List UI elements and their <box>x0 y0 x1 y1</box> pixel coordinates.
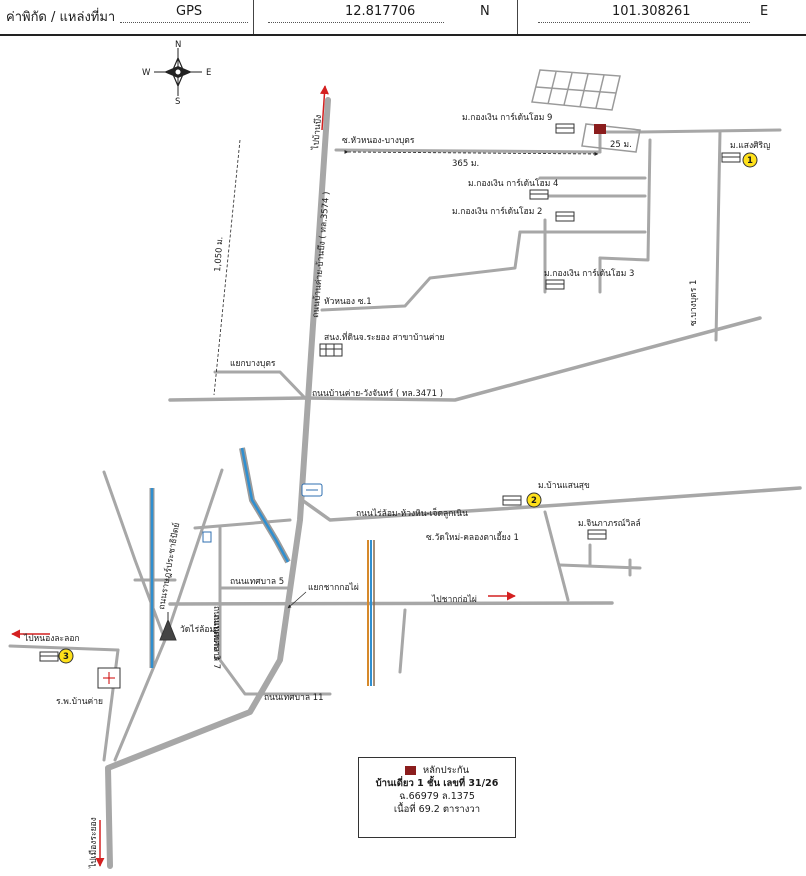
direction-arrows <box>11 85 516 867</box>
header-divider <box>517 0 518 34</box>
lon-underline <box>538 22 750 23</box>
compass-rose: N S E W <box>142 40 211 107</box>
distance-1050: 1,050 ม. <box>213 236 225 272</box>
label-kongngern-2: ม.กองเงิน การ์เด้นโฮม 2 <box>452 206 542 217</box>
marker-1: 1 <box>747 156 753 166</box>
legend-title: หลักประกัน <box>422 765 470 776</box>
marker-2: 2 <box>531 496 537 506</box>
latitude-suffix: N <box>480 4 490 19</box>
marker-3: 3 <box>63 652 69 662</box>
label-kongngern-4: ม.กองเงิน การ์เด้นโฮม 4 <box>468 178 558 189</box>
legend-line-2: ฉ.66979 ล.1375 <box>399 791 475 802</box>
temple-icon <box>159 612 177 641</box>
label-wat-rai-lom: วัดไร่ล้อม <box>180 624 215 635</box>
header-divider <box>253 0 254 34</box>
hospital-icon <box>97 667 121 689</box>
coord-label: ค่าพิกัด / แหล่งที่มา <box>6 10 116 25</box>
label-thetsaban-11: ถนนเทศบาล 11 <box>264 693 324 703</box>
waterways <box>149 447 375 686</box>
house-icon <box>529 189 549 200</box>
label-hua-nong-bang-but: ซ.หัวหนอง-บางบุตร <box>342 136 415 146</box>
label-thetsaban-3: ถนนเทศบาล 3 <box>211 606 221 660</box>
label-kongngern-3: ม.กองเงิน การ์เด้นโฮม 3 <box>544 268 634 279</box>
compass-n: N <box>175 40 181 50</box>
legend-box: หลักประกัน บ้านเดี่ยว 1 ชั้น เลขที่ 31/2… <box>358 757 516 838</box>
main-roads <box>105 97 331 869</box>
subdivision-plots <box>531 69 641 153</box>
legend-line-1: บ้านเดี่ยว 1 ชั้น เลขที่ 31/26 <box>375 778 499 789</box>
legend-line-3: เนื้อที่ 69.2 ตารางวา <box>393 804 481 815</box>
compass-w: W <box>142 68 151 78</box>
label-hua-nong-1: หัวหนอง ซ.1 <box>324 297 372 307</box>
label-junction-chak-ko-phai: แยกชากกอไผ่ <box>308 582 359 593</box>
minor-roads <box>8 128 802 762</box>
collateral-marker <box>594 124 606 134</box>
house-icon <box>555 123 575 134</box>
label-saengsiri: ม.แสงศิริญ <box>730 141 770 151</box>
coord-source: GPS <box>176 4 203 19</box>
house-icon <box>545 279 565 290</box>
latitude-value: 12.817706 <box>345 4 416 19</box>
road-labels: ถนนบ้านค่าย-บ้านบึง ( ทล.3574 ) ไปบ้านบึ… <box>23 114 699 869</box>
compass-s: S <box>175 97 180 107</box>
office-icon <box>319 343 343 357</box>
label-thetsaban-5: ถนนเทศบาล 5 <box>230 577 284 587</box>
house-icon <box>39 651 59 662</box>
building-icons <box>39 123 741 689</box>
longitude-suffix: E <box>760 4 769 19</box>
label-wat-mai-khlong: ซ.วัดใหม่-คลองตาเอี้ยง 1 <box>426 531 519 543</box>
distance-25: 25 ม. <box>610 140 632 150</box>
label-nong-lalok: ไปหนองละลอก <box>23 633 80 644</box>
numbered-markers: 1 2 3 <box>58 152 758 664</box>
lat-underline <box>268 22 444 23</box>
location-map: N S E W <box>8 40 802 869</box>
label-bang-but-1: ซ.บางบุตร 1 <box>689 280 699 326</box>
house-icon <box>555 211 575 222</box>
place-labels: ม.กองเงิน การ์เด้นโฮม 9 ม.กองเงิน การ์เด… <box>56 112 770 707</box>
label-hospital: ร.พ.บ้านค่าย <box>56 696 103 707</box>
label-rai-lom: ถนนไร่ล้อม-ห้วงหิน-เจ็ดลูกเนิน <box>356 507 468 519</box>
distance-365: 365 ม. <box>452 159 479 169</box>
label-junction-bang-but: แยกบางบุตร <box>230 359 276 369</box>
longitude-value: 101.308261 <box>612 4 691 19</box>
label-thetsaban-7: ถนนเทศบาล 7 <box>211 615 221 669</box>
house-icon <box>587 529 607 540</box>
label-ban-khai-wang-chan: ถนนบ้านค่าย-วังจันทร์ ( ทล.3471 ) <box>312 388 443 399</box>
house-icon <box>502 495 522 506</box>
house-icon <box>721 152 741 163</box>
legend-title-row: หลักประกัน <box>359 764 515 777</box>
label-to-mueang-rayong: ไปเมืองระยอง <box>88 817 99 869</box>
bank-icon <box>301 483 323 497</box>
distance-indicators: 365 ม. 1,050 ม. 25 ม. <box>213 139 632 396</box>
label-kongngern-9: ม.กองเงิน การ์เด้นโฮม 9 <box>462 112 552 123</box>
coordinate-header: ค่าพิกัด / แหล่งที่มา GPS 12.817706 N 10… <box>0 0 806 36</box>
source-underline <box>120 22 248 23</box>
label-ban-saen-suk: ม.บ้านแสนสุข <box>538 480 590 491</box>
label-to-chak-ko-phai: ไปชากก่อไผ่ <box>431 594 477 605</box>
label-land-office: สนง.ที่ดินจ.ระยอง สาขาบ้านค่าย <box>324 331 445 343</box>
signpost-icon <box>202 531 212 543</box>
collateral-swatch <box>404 766 416 775</box>
label-chinpak-villa: ม.จินภาภรณ์วิลล์ <box>578 518 641 529</box>
compass-e: E <box>206 68 211 78</box>
label-to-banbueng: ไปบ้านบึง <box>310 114 324 151</box>
